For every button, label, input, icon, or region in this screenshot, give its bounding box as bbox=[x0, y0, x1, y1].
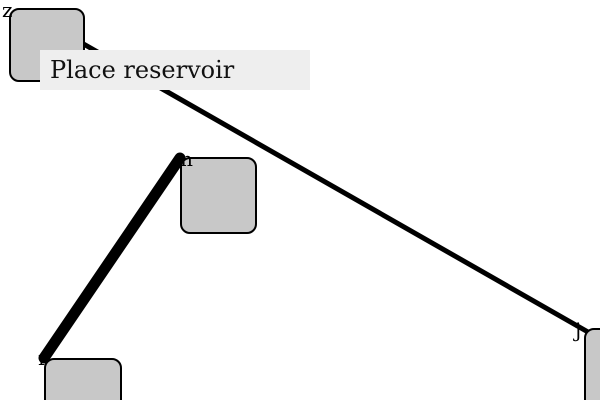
node-r[interactable] bbox=[44, 358, 122, 400]
node-j-label: j bbox=[575, 318, 582, 342]
node-j[interactable] bbox=[584, 328, 600, 400]
node-r-label: r bbox=[38, 346, 48, 370]
edge-m-r[interactable] bbox=[38, 152, 186, 364]
tooltip-place-reservoir: Place reservoir bbox=[40, 50, 310, 90]
node-m-label: m bbox=[174, 147, 193, 171]
node-z-label: z bbox=[2, 0, 13, 22]
node-m[interactable] bbox=[180, 157, 257, 234]
